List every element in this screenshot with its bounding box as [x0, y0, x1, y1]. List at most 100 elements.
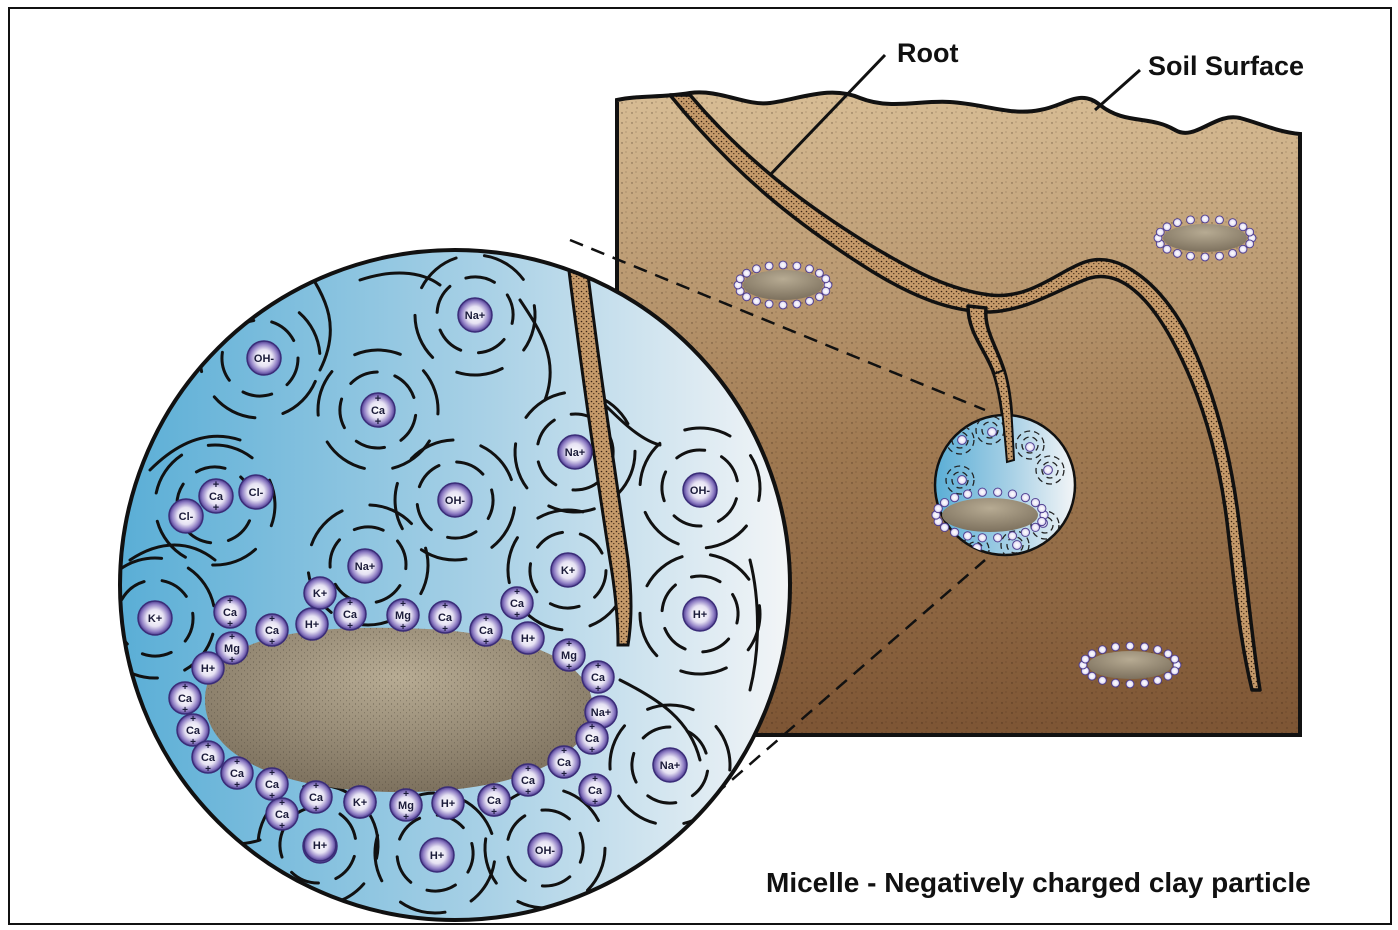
ion: H+ [304, 829, 336, 861]
svg-text:K+: K+ [353, 797, 367, 809]
svg-text:Ca: Ca [223, 607, 238, 619]
svg-text:H+: H+ [693, 609, 707, 621]
svg-text:+: + [514, 610, 520, 621]
svg-text:Ca: Ca [186, 725, 201, 737]
ion: H+ [683, 597, 717, 631]
svg-text:Ca: Ca [201, 752, 216, 764]
svg-text:+: + [561, 769, 567, 780]
svg-text:K+: K+ [148, 613, 162, 625]
svg-text:Ca: Ca [521, 775, 536, 787]
svg-text:Cl-: Cl- [179, 511, 194, 523]
svg-text:Ca: Ca [557, 757, 572, 769]
svg-text:+: + [403, 789, 409, 800]
svg-text:H+: H+ [521, 633, 535, 645]
svg-text:+: + [491, 807, 497, 818]
svg-text:Ca: Ca [479, 625, 494, 637]
svg-text:+: + [592, 774, 598, 785]
svg-text:Ca: Ca [343, 609, 358, 621]
ion: Na+ [348, 549, 382, 583]
svg-text:+: + [375, 416, 381, 428]
ion: K+ [138, 601, 172, 635]
svg-text:Ca: Ca [230, 768, 245, 780]
svg-text:+: + [442, 601, 448, 612]
svg-text:+: + [589, 745, 595, 756]
svg-text:Na+: Na+ [355, 561, 376, 573]
svg-text:Ca: Ca [265, 625, 280, 637]
svg-text:+: + [561, 746, 567, 757]
svg-text:Mg: Mg [395, 610, 411, 622]
svg-text:+: + [313, 781, 319, 792]
ion: Cl- [239, 475, 273, 509]
ion: H+ [296, 608, 328, 640]
ion: Na+ [558, 435, 592, 469]
svg-text:+: + [313, 804, 319, 815]
svg-text:+: + [234, 780, 240, 791]
svg-text:OH-: OH- [254, 353, 275, 365]
soil-surface-label: Soil Surface [1148, 51, 1304, 81]
svg-text:OH-: OH- [445, 495, 466, 507]
svg-text:H+: H+ [305, 619, 319, 631]
svg-text:Na+: Na+ [591, 707, 612, 719]
svg-text:+: + [347, 621, 353, 632]
ion: Cl- [169, 499, 203, 533]
svg-text:Ca: Ca [178, 693, 193, 705]
svg-text:+: + [595, 661, 601, 672]
svg-text:+: + [205, 764, 211, 775]
svg-text:+: + [182, 682, 188, 693]
svg-text:Na+: Na+ [660, 760, 681, 772]
ion: Na+ [458, 298, 492, 332]
svg-text:+: + [269, 768, 275, 779]
svg-text:+: + [483, 637, 489, 648]
svg-text:+: + [525, 787, 531, 798]
svg-text:Ca: Ca [588, 785, 603, 797]
svg-text:Ca: Ca [487, 795, 502, 807]
ion: OH- [528, 833, 562, 867]
svg-text:+: + [190, 714, 196, 725]
svg-text:K+: K+ [561, 565, 575, 577]
svg-text:+: + [229, 632, 235, 643]
svg-text:Mg: Mg [561, 650, 577, 662]
svg-text:+: + [566, 662, 572, 673]
svg-text:+: + [400, 622, 406, 633]
ion: H+ [432, 787, 464, 819]
ion: Na+ [653, 748, 687, 782]
svg-text:+: + [595, 684, 601, 695]
svg-text:H+: H+ [430, 850, 444, 862]
svg-text:H+: H+ [441, 798, 455, 810]
svg-text:+: + [269, 637, 275, 648]
svg-text:Cl-: Cl- [249, 487, 264, 499]
svg-text:+: + [279, 798, 285, 809]
svg-text:Mg: Mg [224, 643, 240, 655]
caption: Micelle - Negatively charged clay partic… [766, 867, 1311, 898]
ion: H+ [192, 652, 224, 684]
svg-text:Ca: Ca [265, 779, 280, 791]
svg-text:OH-: OH- [690, 485, 711, 497]
svg-text:Na+: Na+ [465, 310, 486, 322]
svg-text:+: + [566, 639, 572, 650]
ion: OH- [247, 341, 281, 375]
svg-text:K+: K+ [313, 588, 327, 600]
svg-text:+: + [279, 821, 285, 832]
svg-text:Ca: Ca [585, 733, 600, 745]
svg-text:+: + [234, 757, 240, 768]
ion: K+ [551, 553, 585, 587]
ion: OH- [683, 473, 717, 507]
svg-text:Mg: Mg [398, 800, 414, 812]
magnified-micelle-view: OH-Na+Ca++Cl-Ca++Cl-OH-Na+OH-K+Na+K+H+Na… [95, 250, 790, 920]
svg-text:+: + [491, 784, 497, 795]
ion: OH- [438, 483, 472, 517]
svg-text:+: + [229, 655, 235, 666]
soil-surface-leader-line [1095, 70, 1140, 110]
ion: Ca++ [199, 479, 233, 514]
svg-text:+: + [227, 619, 233, 630]
svg-text:+: + [592, 797, 598, 808]
root-label: Root [897, 38, 958, 68]
svg-text:+: + [213, 502, 219, 514]
svg-text:+: + [205, 741, 211, 752]
svg-text:+: + [525, 764, 531, 775]
svg-text:+: + [375, 393, 381, 405]
svg-text:H+: H+ [313, 840, 327, 852]
svg-text:+: + [227, 596, 233, 607]
ion: Ca++ [361, 393, 395, 428]
